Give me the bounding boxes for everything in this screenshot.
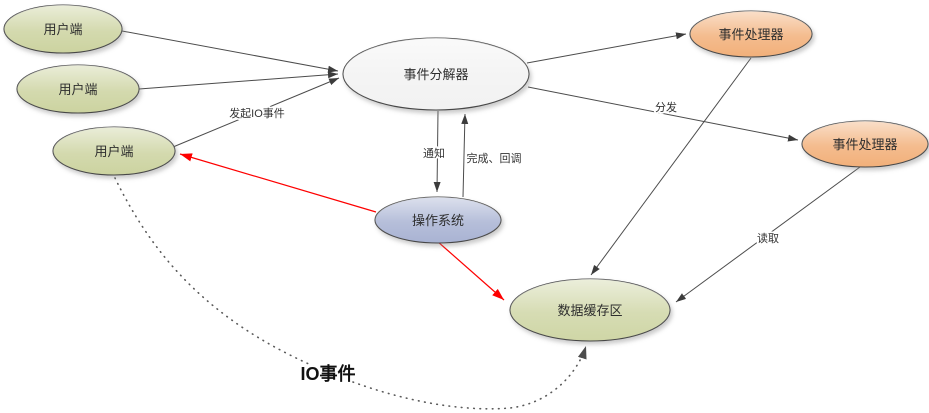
edge-label-complete-callback: 完成、回调: [467, 151, 522, 165]
node-demultiplexer: 事件分解器: [342, 37, 530, 111]
edge-client3-to-buffer-io-dotted: [114, 177, 587, 410]
node-handler1-label: 事件处理器: [718, 27, 783, 42]
node-buffer-label: 数据缓存区: [557, 303, 622, 318]
edge-demultiplexer-to-handler2-dispatch: [527, 86, 799, 142]
node-demultiplexer-label: 事件分解器: [403, 67, 468, 82]
node-client1-label: 用户端: [43, 22, 82, 37]
edge-demultiplexer-to-handler1: [526, 32, 687, 64]
node-handler1: 事件处理器: [689, 10, 813, 58]
edges: [114, 30, 861, 410]
node-os: 操作系统: [374, 196, 502, 244]
edge-client1-to-demultiplexer: [121, 30, 339, 73]
edge-client3-to-demultiplexer: [172, 77, 340, 148]
edge-handler2-to-buffer-read: [675, 166, 861, 303]
node-client1: 用户端: [3, 4, 123, 54]
node-client2: 用户端: [16, 64, 140, 114]
node-os-label: 操作系统: [412, 213, 464, 228]
edge-os-to-buffer-red: [436, 240, 505, 301]
edge-label-io-event: IO事件: [300, 363, 355, 384]
edge-handler1-to-buffer: [590, 57, 752, 276]
edge-os-to-client3-red: [179, 153, 377, 213]
nodes: 用户端 用户端 用户端 事件分解器 事件处理器: [3, 4, 929, 342]
edge-labels: 发起IO事件 分发 通知 完成、回调 读取 IO事件: [227, 98, 780, 386]
edge-os-to-demultiplexer-callback: [461, 113, 469, 198]
edge-label-read: 读取: [757, 231, 779, 245]
node-buffer: 数据缓存区: [509, 278, 671, 342]
edge-label-initiate-io: 发起IO事件: [229, 106, 285, 120]
node-client3-label: 用户端: [94, 144, 133, 159]
node-client3: 用户端: [52, 126, 176, 176]
node-handler2-label: 事件处理器: [832, 137, 897, 152]
edge-client2-to-demultiplexer: [138, 71, 339, 90]
edge-label-dispatch: 分发: [655, 100, 677, 114]
edge-demultiplexer-to-os-notify: [433, 110, 441, 193]
node-handler2: 事件处理器: [801, 120, 929, 168]
edge-label-notify: 通知: [423, 146, 445, 160]
node-client2-label: 用户端: [58, 82, 97, 97]
